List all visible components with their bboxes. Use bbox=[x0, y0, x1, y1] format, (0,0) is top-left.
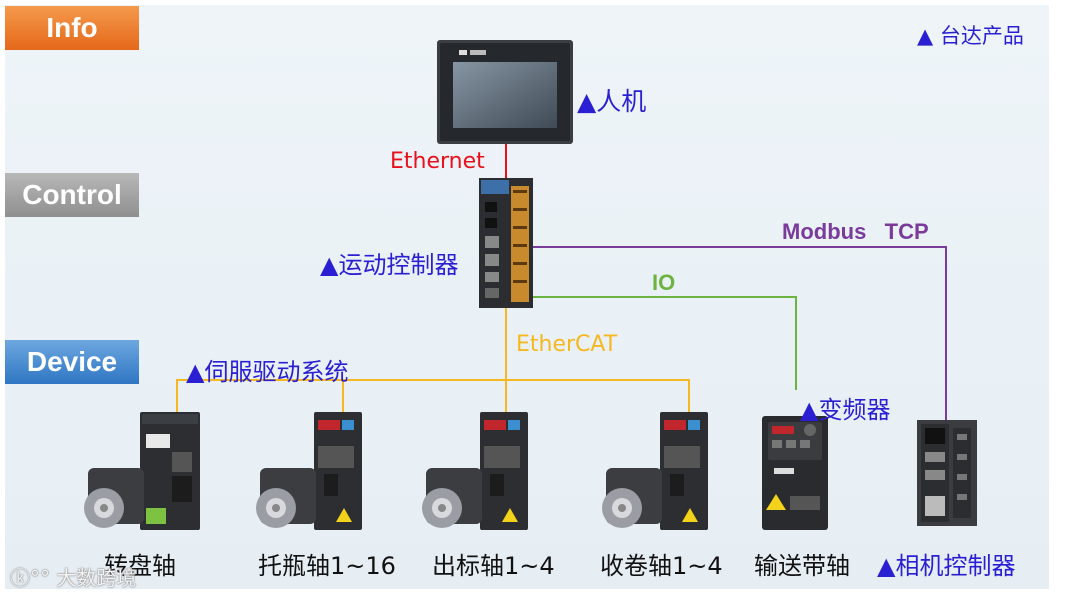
vfd-device bbox=[762, 416, 828, 530]
modbus-line bbox=[532, 246, 947, 420]
hmi-label: ▲人机 bbox=[577, 87, 647, 116]
watermark-text: 大数跨境 bbox=[56, 566, 137, 590]
device-label-conveyor: 输送带轴 bbox=[754, 552, 850, 580]
device-label-bottle-holder: 托瓶轴1~16 bbox=[258, 552, 396, 580]
hmi-device bbox=[437, 40, 573, 144]
servo-system-2 bbox=[256, 412, 362, 530]
tier-info-label: Info bbox=[5, 6, 139, 50]
device-label-label-output: 出标轴1~4 bbox=[432, 552, 555, 580]
tier-control-label: Control bbox=[5, 173, 139, 217]
vfd-label: ▲变频器 bbox=[800, 396, 891, 424]
servo-system-1 bbox=[84, 412, 200, 530]
tier-device-label: Device bbox=[5, 340, 139, 384]
servo-system-3 bbox=[422, 412, 528, 530]
device-label-turntable: 转盘轴 bbox=[104, 552, 176, 580]
servo-system-4 bbox=[602, 412, 708, 530]
camera-controller-label: ▲相机控制器 bbox=[877, 552, 1016, 580]
modbus-tcp-label: Modbus TCP bbox=[782, 219, 929, 244]
ethernet-label: Ethernet bbox=[390, 149, 485, 174]
motion-controller-device bbox=[479, 178, 533, 308]
ethercat-bus bbox=[176, 379, 690, 412]
device-label-rewind: 收卷轴1~4 bbox=[600, 552, 723, 580]
controller-label: ▲运动控制器 bbox=[320, 251, 459, 279]
camera-controller-device bbox=[917, 420, 977, 526]
watermark: ⓚ°° 大数跨境 bbox=[10, 562, 136, 591]
legend-delta-products: ▲ 台达产品 bbox=[917, 24, 1024, 48]
watermark-logo-icon: ⓚ°° bbox=[10, 566, 50, 590]
ethercat-label: EtherCAT bbox=[516, 332, 618, 357]
servo-system-label: ▲伺服驱动系统 bbox=[186, 358, 349, 386]
io-label: IO bbox=[652, 270, 676, 295]
io-line bbox=[532, 296, 797, 390]
